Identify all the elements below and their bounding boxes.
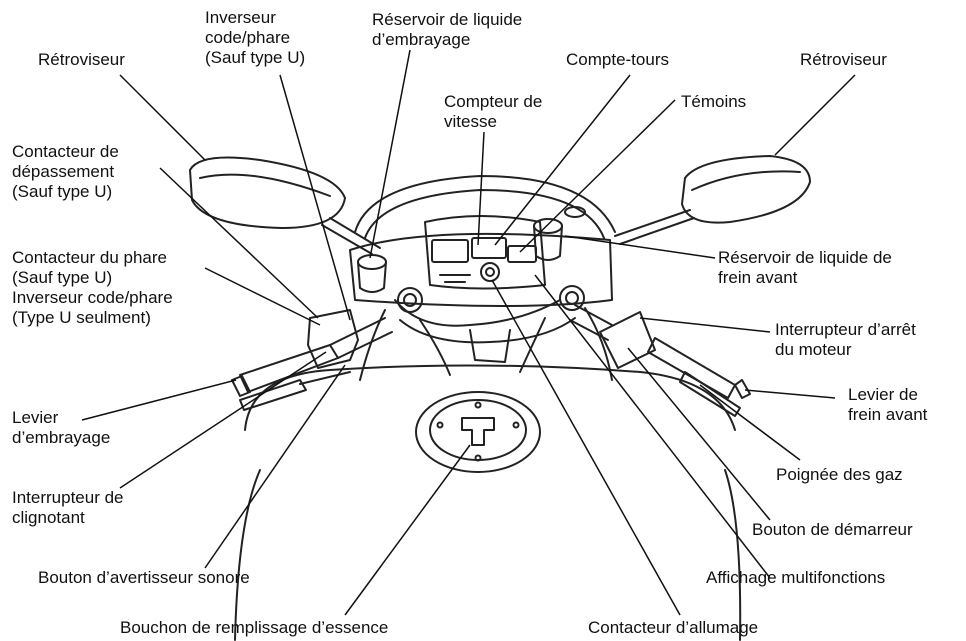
label-bouton-demarreur: Bouton de démarreur — [752, 520, 913, 540]
leader-contacteur-allumage — [492, 280, 680, 615]
left-grip-drawing — [232, 310, 392, 410]
leader-poignee-gaz — [700, 385, 800, 460]
label-levier-frein: Levier de frein avant — [848, 385, 927, 425]
label-retroviseur-left: Rétroviseur — [38, 50, 125, 70]
leader-inverseur-top — [280, 75, 350, 320]
label-affichage-multifonctions: Affichage multifonctions — [706, 568, 885, 588]
leader-lines — [82, 50, 855, 615]
label-bouton-avertisseur: Bouton d’avertisseur sonore — [38, 568, 250, 588]
label-reservoir-frein: Réservoir de liquide de frein avant — [718, 248, 892, 288]
leader-reservoir-frein — [565, 236, 715, 258]
label-inverseur-code-phare-top: Inverseur code/phare (Sauf type U) — [205, 8, 305, 68]
leader-levier-frein — [745, 390, 835, 398]
label-temoins: Témoins — [681, 92, 746, 112]
right-grip-drawing — [570, 305, 750, 416]
leader-compteur-vitesse — [478, 132, 484, 245]
label-interrupteur-clignotant: Interrupteur de clignotant — [12, 488, 124, 528]
instrument-cluster-drawing — [425, 216, 545, 289]
leader-interrupteur-clignotant — [120, 352, 326, 488]
leader-retroviseur-right — [775, 75, 855, 155]
leader-retroviseur-left — [120, 75, 205, 160]
label-contacteur-phare: Contacteur du phare (Sauf type U) Invers… — [12, 248, 173, 328]
label-bouchon-essence: Bouchon de remplissage d’essence — [120, 618, 388, 638]
leader-interrupteur-arret — [640, 318, 770, 332]
leader-temoins — [520, 100, 675, 252]
fuel-tank-outline — [245, 365, 735, 430]
label-contacteur-depassement: Contacteur de dépassement (Sauf type U) — [12, 142, 119, 202]
leader-bouton-avertisseur — [205, 365, 345, 568]
left-mirror-drawing — [190, 158, 380, 254]
label-contacteur-allumage: Contacteur d’allumage — [588, 618, 758, 638]
label-interrupteur-arret: Interrupteur d’arrêt du moteur — [775, 320, 916, 360]
windscreen-outline — [355, 176, 615, 232]
leader-contacteur-phare — [205, 268, 320, 325]
label-retroviseur-right: Rétroviseur — [800, 50, 887, 70]
label-poignee-gaz: Poignée des gaz — [776, 465, 903, 485]
leader-bouchon-essence — [345, 445, 470, 615]
label-compte-tours: Compte-tours — [566, 50, 669, 70]
fuel-cap-drawing — [416, 392, 540, 472]
label-levier-embrayage: Levier d’embrayage — [12, 408, 110, 448]
leader-reservoir-embrayage — [370, 50, 410, 258]
leader-contacteur-depassement — [160, 168, 318, 318]
right-mirror-drawing — [615, 156, 810, 244]
leader-bouton-demarreur — [628, 348, 770, 520]
clutch-reservoir-drawing — [358, 255, 386, 292]
label-reservoir-embrayage: Réservoir de liquide d’embrayage — [372, 10, 522, 50]
label-compteur-vitesse: Compteur de vitesse — [444, 92, 542, 132]
